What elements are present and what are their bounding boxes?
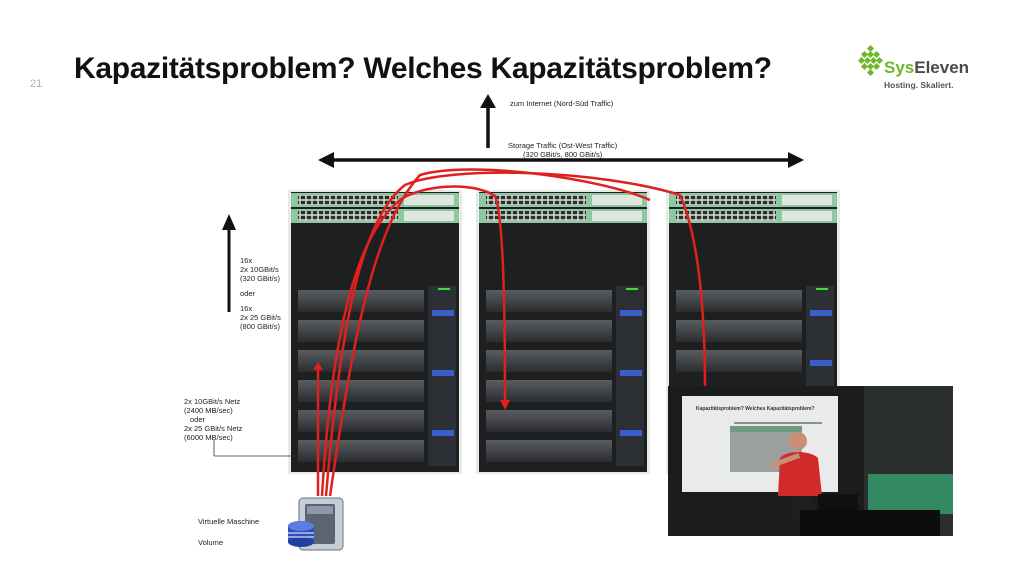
- server-label-connector: [213, 440, 296, 457]
- vm-label: Virtuelle Maschine: [198, 517, 260, 526]
- logo-tagline: Hosting. Skaliert.: [884, 80, 954, 90]
- uplink-capacity-label: 16x 2x 10GBit/s (320 GBit/s) oder 16x 2x…: [240, 256, 281, 331]
- server-network-label: 2x 10GBit/s Netz (2400 MB/sec) oder 2x 2…: [184, 397, 243, 442]
- inset-slide-title: Kapazitätsproblem? Welches Kapazitätspro…: [696, 406, 815, 412]
- speaker-video-frame: [668, 386, 953, 536]
- storage-traffic-arrow: [318, 152, 804, 168]
- slide-title: Kapazitätsproblem? Welches Kapazitätspro…: [74, 52, 772, 85]
- logo-wordmark: SysEleven: [884, 58, 970, 77]
- internet-uplink-arrow: [480, 94, 496, 148]
- server-rack-2: [476, 190, 650, 474]
- vm-volume-icon: [288, 497, 344, 551]
- internet-label: zum Internet (Nord-Süd Traffic): [510, 99, 614, 108]
- speaker-video-inset: Kapazitätsproblem? Welches Kapazitätspro…: [668, 386, 953, 536]
- slide-number: 21: [30, 78, 43, 90]
- logo: SysEleven Hosting. Skaliert.: [857, 44, 988, 94]
- storage-traffic-label: Storage Traffic (Ost-West Traffic) (320 …: [508, 141, 618, 159]
- rack-uplink-arrow: [222, 214, 236, 312]
- traffic-paths: [313, 168, 707, 497]
- volume-label: Volume: [198, 538, 224, 547]
- logo-diamond-icon: [857, 44, 884, 77]
